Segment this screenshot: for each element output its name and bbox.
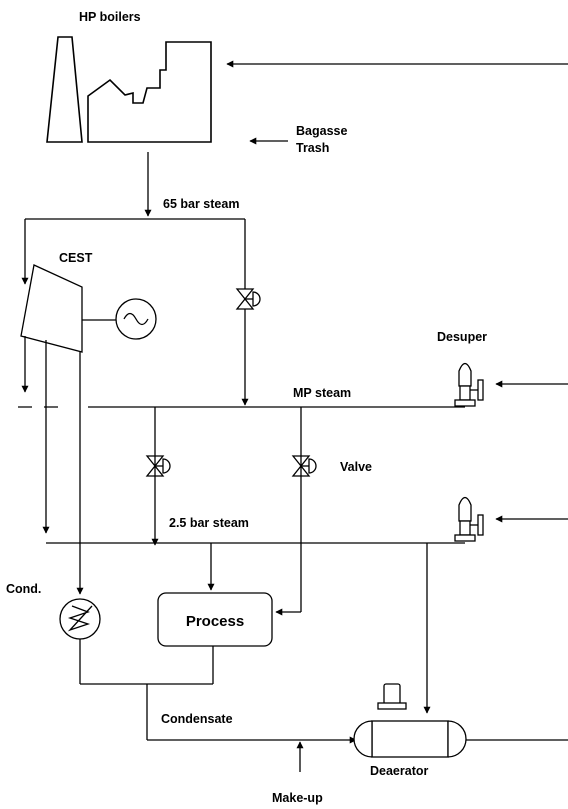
label-hp-boilers: HP boilers [79,10,141,24]
desuperheater-icon [454,496,484,542]
sine-wave-icon [123,312,149,326]
label-65-bar-steam: 65 bar steam [163,197,239,211]
valve-icon [291,455,317,477]
label-condensate: Condensate [161,712,233,726]
turbine-icon [20,264,83,353]
label-trash: Trash [296,141,329,155]
label-process: Process [186,613,244,630]
label-cest: CEST [59,251,93,265]
valve-icon [235,288,261,310]
label-desuper: Desuper [437,330,487,344]
chimney-icon [46,36,83,143]
label-make-up: Make-up [272,791,323,805]
label-bagasse: Bagasse [296,124,347,138]
label-mp-steam: MP steam [293,386,351,400]
label-2-5-bar-steam: 2.5 bar steam [169,516,249,530]
label-cond: Cond. [6,582,41,596]
deaerator-icon [353,683,467,758]
desuperheater-icon [454,362,484,407]
condenser-coil-icon [67,605,93,632]
label-valve: Valve [340,460,372,474]
valve-icon [145,455,171,477]
boiler-building-icon [87,41,212,143]
process-box [157,592,273,647]
label-deaerator: Deaerator [370,764,428,778]
